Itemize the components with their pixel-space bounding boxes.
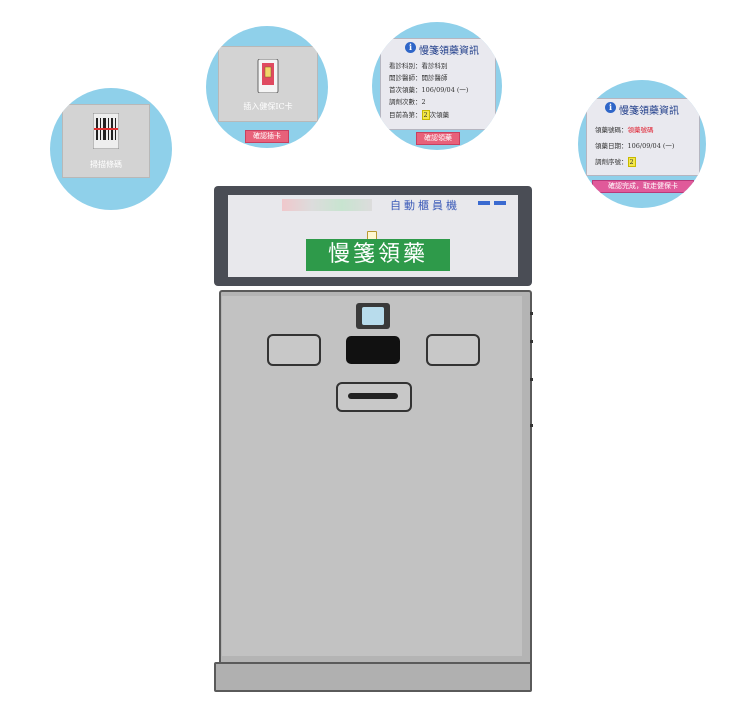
step2-label: 插入健保IC卡 bbox=[243, 102, 293, 111]
left-key[interactable] bbox=[267, 334, 321, 366]
current-suffix: 次領藥 bbox=[429, 111, 450, 119]
step2-circle: 插入健保IC卡 確認插卡 bbox=[206, 26, 328, 148]
kiosk-blur-strip bbox=[282, 199, 372, 211]
step4-title: 慢箋領藥資訊 bbox=[619, 106, 679, 117]
step1-circle: 掃描條碼 bbox=[50, 88, 172, 210]
kiosk-header-tag bbox=[478, 201, 490, 205]
step4-date-row: 領藥日期：106/09/04 (一) bbox=[595, 142, 675, 150]
queue-label: 調劑序號： bbox=[595, 158, 628, 166]
current-count-badge: 2 bbox=[421, 110, 430, 120]
confirm-complete-button[interactable]: 確認完成，取走健保卡 bbox=[592, 180, 694, 193]
kiosk-banner: 慢箋領藥 bbox=[306, 239, 450, 271]
side-tick bbox=[530, 378, 533, 381]
step3-row: 調劑次數：2 bbox=[389, 98, 426, 106]
ic-card-icon bbox=[257, 59, 279, 93]
step4-code-row: 領藥號碼：領藥號碼 bbox=[595, 124, 654, 134]
kiosk-header-tag bbox=[494, 201, 506, 205]
side-tick bbox=[530, 340, 533, 343]
step4-info-panel: i 慢箋領藥資訊 領藥號碼：領藥號碼 領藥日期：106/09/04 (一) 調劑… bbox=[586, 98, 700, 176]
step3-circle: i 慢箋領藥資訊 看診科別：看診科別 開診醫師：開診醫師 首次領藥：106/09… bbox=[372, 22, 502, 150]
side-tick bbox=[530, 312, 533, 315]
side-tick bbox=[530, 424, 533, 427]
info-icon: i bbox=[405, 42, 416, 53]
confirm-pickup-button[interactable]: 確認領藥 bbox=[416, 132, 460, 145]
step1-label: 掃描條碼 bbox=[90, 160, 122, 169]
step3-info-panel: i 慢箋領藥資訊 看診科別：看診科別 開診醫師：開診醫師 首次領藥：106/09… bbox=[380, 38, 496, 130]
scanner-window bbox=[362, 307, 384, 325]
code-value: 領藥號碼 bbox=[627, 126, 654, 134]
step4-queue-row: 調劑序號：2 bbox=[595, 156, 636, 167]
step2-screen: 插入健保IC卡 bbox=[218, 46, 318, 122]
step1-screen: 掃描條碼 bbox=[62, 104, 150, 178]
barcode-icon bbox=[93, 113, 119, 149]
right-key[interactable] bbox=[426, 334, 480, 366]
card-reader-sensor bbox=[346, 336, 400, 364]
step3-title: 慢箋領藥資訊 bbox=[419, 46, 479, 57]
kiosk-header-text: 自動櫃員機 bbox=[390, 199, 460, 212]
code-label: 領藥號碼： bbox=[595, 126, 628, 134]
confirm-insert-button[interactable]: 確認插卡 bbox=[245, 130, 289, 143]
step3-row: 開診醫師：開診醫師 bbox=[389, 74, 448, 82]
step4-circle: i 慢箋領藥資訊 領藥號碼：領藥號碼 領藥日期：106/09/04 (一) 調劑… bbox=[578, 80, 706, 208]
info-icon: i bbox=[605, 102, 616, 113]
kiosk-display: 自動櫃員機 慢箋領藥 bbox=[228, 195, 518, 277]
step3-row: 看診科別：看診科別 bbox=[389, 62, 448, 70]
card-slot-opening bbox=[348, 393, 398, 399]
current-prefix: 目前為第： bbox=[389, 111, 422, 119]
ic-card-slot[interactable] bbox=[336, 382, 412, 412]
queue-badge: 2 bbox=[627, 157, 636, 167]
step3-row: 首次領藥：106/09/04 (一) bbox=[389, 86, 469, 94]
barcode-scanner bbox=[356, 303, 390, 329]
kiosk-base bbox=[214, 662, 532, 692]
